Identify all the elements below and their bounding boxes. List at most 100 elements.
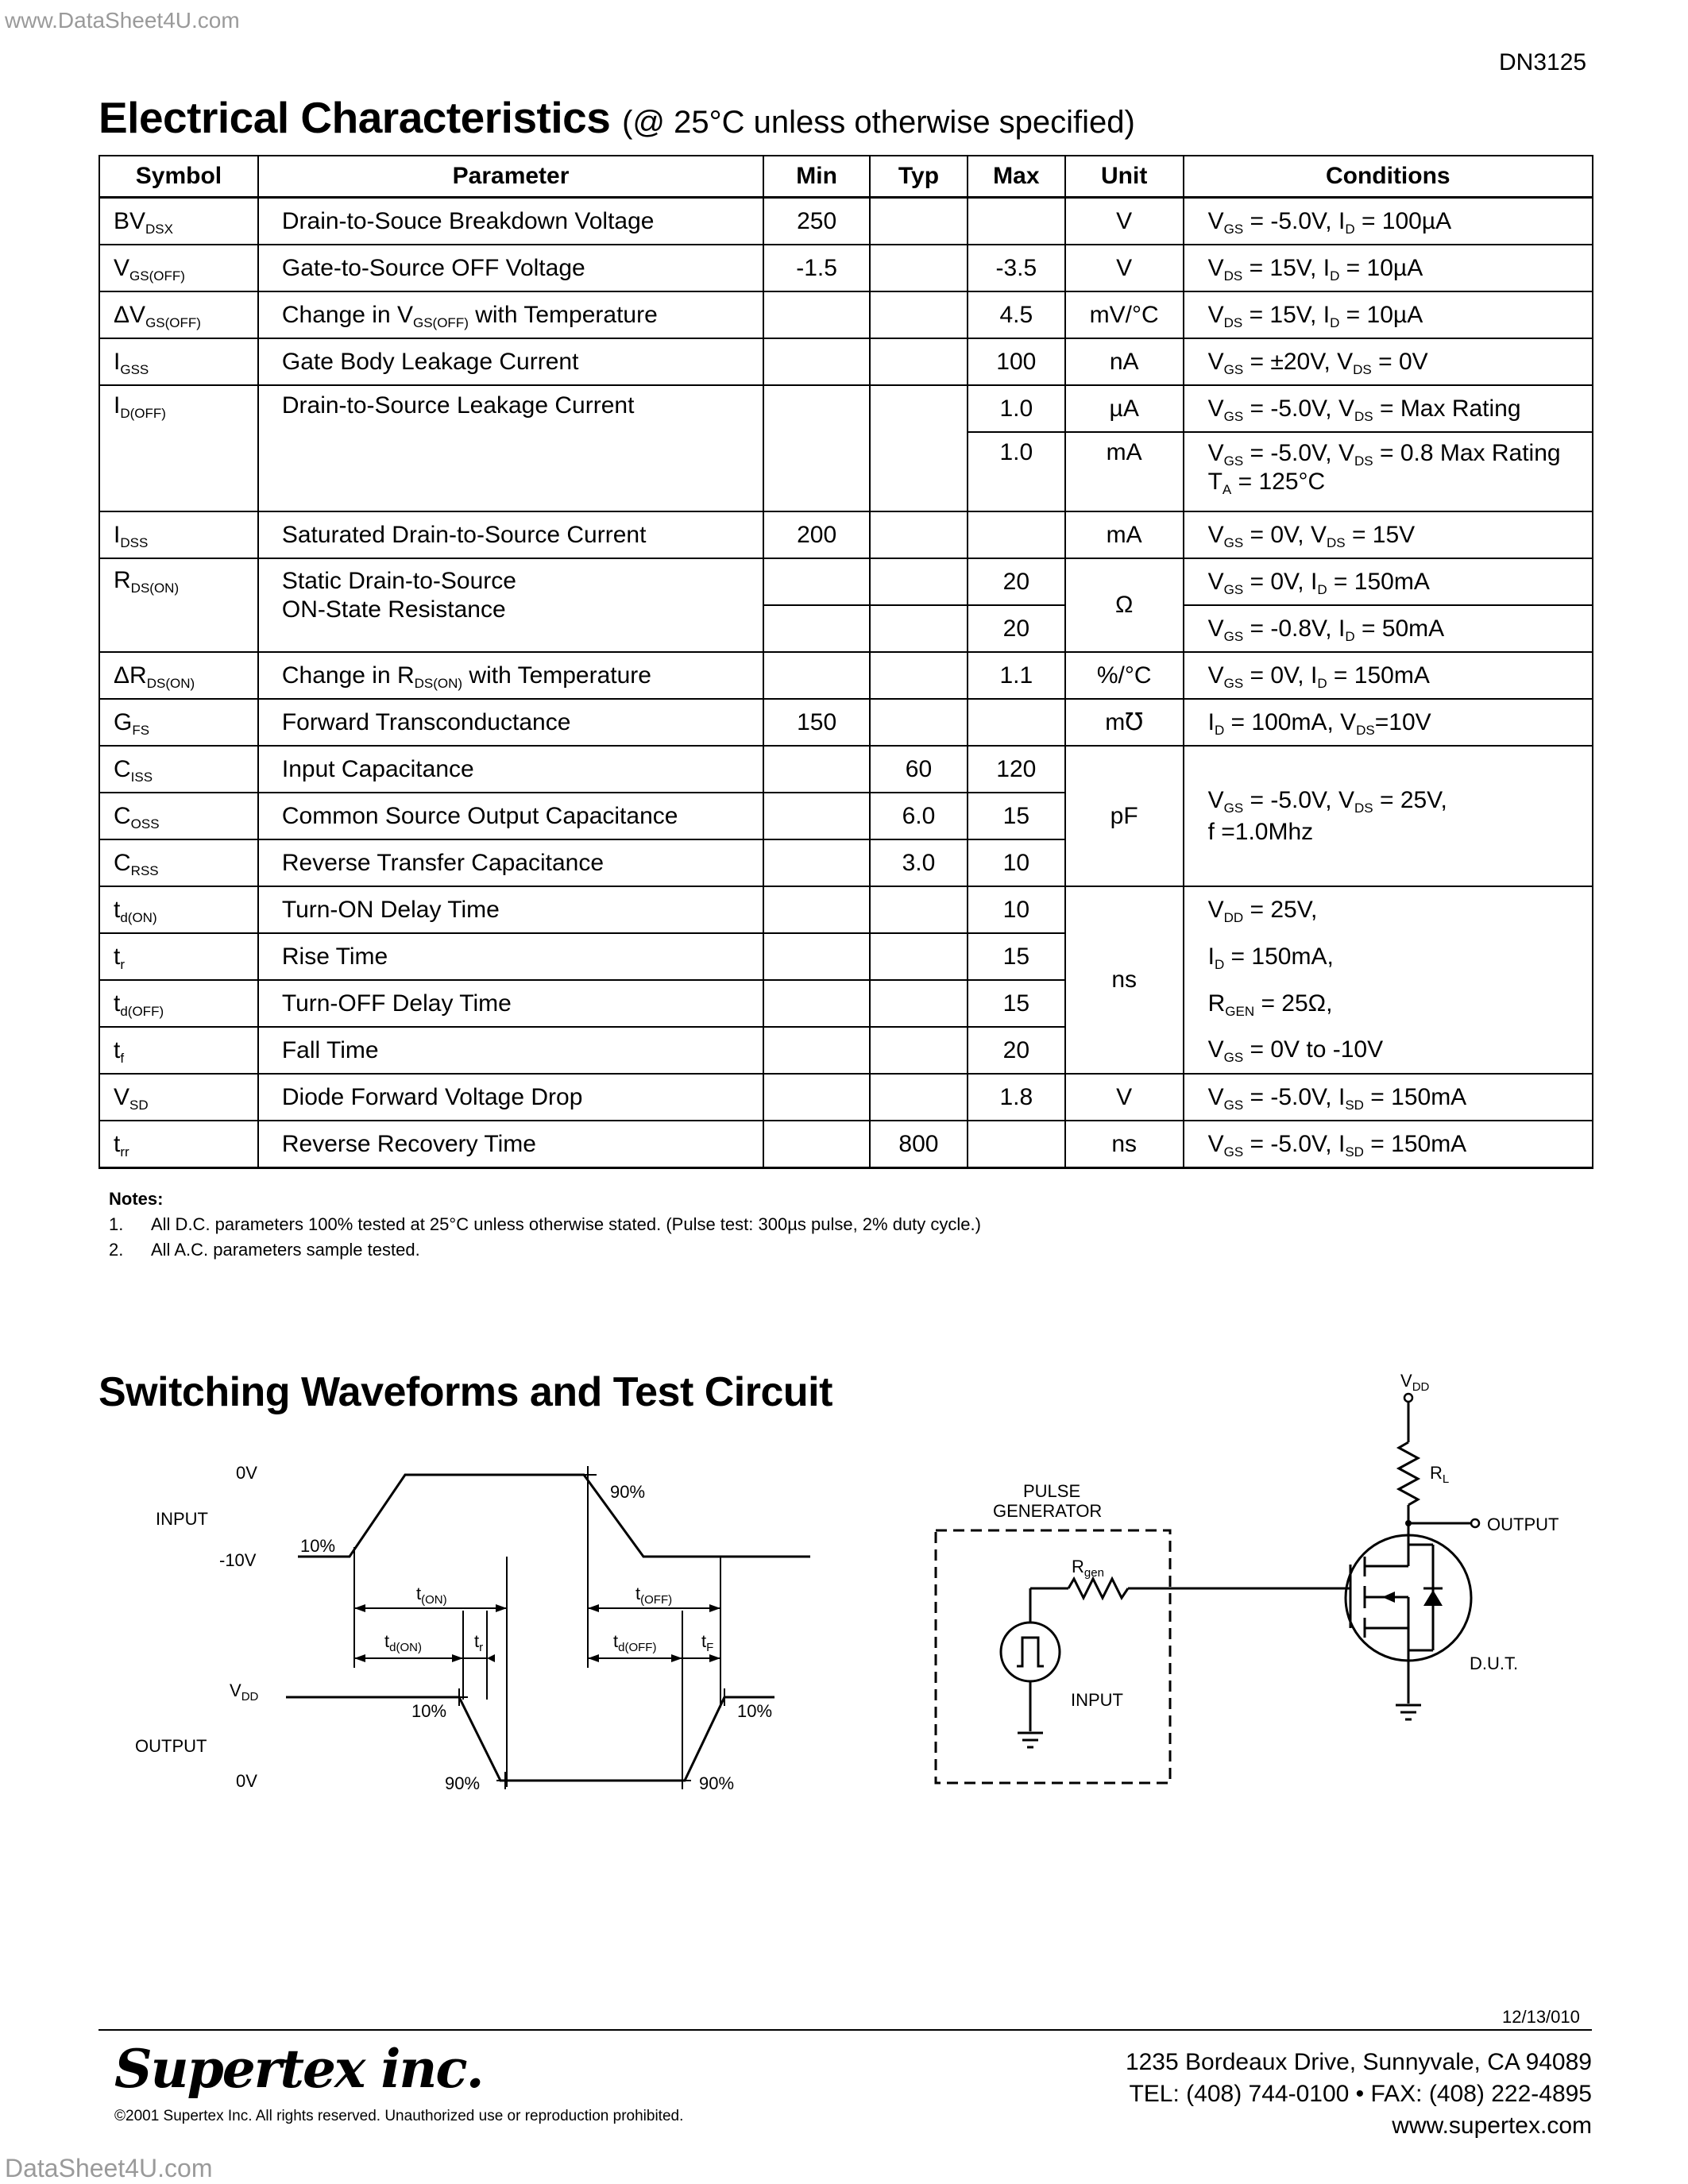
unit-cell: pF <box>1064 745 1184 887</box>
conditions-cell: VGS = 0V to -10V <box>1182 1027 1594 1075</box>
min-cell <box>763 1120 871 1169</box>
header-conditions: Conditions <box>1182 155 1594 199</box>
switching-waveforms-diagram: 0V INPUT -10V 10% 90% t(ON) t(OFF) td(ON… <box>135 1463 810 1793</box>
max-cell: 1.0 <box>966 384 1066 433</box>
address-line: 1235 Bordeaux Drive, Sunnyvale, CA 94089 <box>1125 2049 1592 2075</box>
table-row: ΔRDS(ON) Change in RDS(ON) with Temperat… <box>98 651 1594 700</box>
typ-cell: 60 <box>869 745 968 793</box>
max-cell: 1.0 <box>966 431 1066 512</box>
max-cell: 15 <box>966 979 1066 1028</box>
table-row: VSD Diode Forward Voltage Drop 1.8 V VGS… <box>98 1073 1594 1121</box>
symbol-cell: VSD <box>98 1073 259 1121</box>
header-min: Min <box>763 155 871 199</box>
parameter-cell: Forward Transconductance <box>257 698 765 747</box>
typ-cell <box>869 338 968 386</box>
table-header-row: Symbol Parameter Min Typ Max Unit Condit… <box>98 155 1594 199</box>
unit-cell: nA <box>1064 338 1184 386</box>
typ-cell: 6.0 <box>869 792 968 840</box>
max-cell <box>966 1120 1066 1169</box>
header-max: Max <box>966 155 1066 199</box>
conditions-cell: VGS = -0.8V, ID = 50mA <box>1182 604 1594 653</box>
parameter-cell: Gate-to-Source OFF Voltage <box>257 244 765 292</box>
max-cell: 20 <box>966 558 1066 606</box>
symbol-cell: BVDSX <box>98 196 259 245</box>
input-neg10v-label: -10V <box>219 1550 257 1570</box>
typ-cell <box>869 651 968 700</box>
input-90pct-label: 90% <box>610 1482 645 1502</box>
table-row: IGSS Gate Body Leakage Current 100 nA VG… <box>98 338 1594 386</box>
unit-cell: %/°C <box>1064 651 1184 700</box>
max-cell: 4.5 <box>966 291 1066 339</box>
note-2: 2.All A.C. parameters sample tested. <box>109 1240 420 1260</box>
unit-cell: mA <box>1064 431 1184 512</box>
typ-cell <box>869 244 968 292</box>
supertex-logo: Supertex inc. <box>114 2038 485 2100</box>
input-10pct-label: 10% <box>300 1536 335 1556</box>
website-link[interactable]: www.supertex.com <box>1392 2113 1592 2139</box>
table-row: CRSS Reverse Transfer Capacitance 3.0 10 <box>98 839 1593 887</box>
header-typ: Typ <box>869 155 968 199</box>
unit-cell: V <box>1064 244 1184 292</box>
conditions-cell: VGS = ±20V, VDS = 0V <box>1182 338 1594 386</box>
min-cell <box>763 384 871 512</box>
table-row: CISS Input Capacitance 60 120 pF VGS = -… <box>98 745 1594 887</box>
max-cell: -3.5 <box>966 244 1066 292</box>
table-row: COSS Common Source Output Capacitance 6.… <box>98 792 1593 840</box>
t-off-label: t(OFF) <box>635 1584 672 1607</box>
typ-cell: 800 <box>869 1120 968 1169</box>
symbol-cell: IDSS <box>98 511 259 559</box>
min-cell <box>763 651 871 700</box>
typ-cell <box>869 511 968 559</box>
copyright: ©2001 Supertex Inc. All rights reserved.… <box>114 2108 684 2124</box>
pulse-generator-box <box>934 1529 1172 1785</box>
header-parameter: Parameter <box>257 155 765 199</box>
parameter-cell: Turn-ON Delay Time <box>257 886 765 934</box>
typ-cell <box>869 196 968 245</box>
parameter-cell: Change in RDS(ON) with Temperature <box>257 651 765 700</box>
min-cell <box>763 792 871 840</box>
td-off-label: td(OFF) <box>613 1631 656 1654</box>
symbol-cell: COSS <box>98 792 259 840</box>
min-cell <box>763 291 871 339</box>
symbol-cell: CISS <box>98 745 259 793</box>
symbol-cell: ΔVGS(OFF) <box>98 291 259 339</box>
min-cell <box>763 1026 871 1075</box>
typ-cell: 3.0 <box>869 839 968 887</box>
typ-cell <box>869 979 968 1028</box>
pulse-generator-label-2: GENERATOR <box>993 1501 1102 1521</box>
typ-cell <box>869 698 968 747</box>
rgen-resistor <box>1067 1576 1130 1601</box>
input-0v-label: 0V <box>236 1463 257 1483</box>
table-row: BVDSX Drain-to-Souce Breakdown Voltage 2… <box>98 196 1594 245</box>
pulse-symbol <box>1017 1636 1044 1668</box>
tf-label: tF <box>701 1631 713 1654</box>
parameter-cell: Fall Time <box>257 1026 765 1075</box>
parameter-cell: Drain-to-Souce Breakdown Voltage <box>257 196 765 245</box>
source-input-label: INPUT <box>1071 1690 1123 1710</box>
table-row: trr Reverse Recovery Time 800 ns VGS = -… <box>98 1120 1594 1169</box>
parameter-cell: Diode Forward Voltage Drop <box>257 1073 765 1121</box>
min-cell: 150 <box>763 698 871 747</box>
unit-cell: mV/°C <box>1064 291 1184 339</box>
table-row: 1.0 mA VGS = -5.0V, VDS = 0.8 Max Rating… <box>99 431 1594 512</box>
t-on-label: t(ON) <box>416 1584 447 1607</box>
conditions-cell: VGS = 0V, VDS = 15V <box>1182 511 1594 559</box>
header-symbol: Symbol <box>98 155 259 199</box>
typ-cell <box>869 604 968 653</box>
table-row: tr Rise Time 15 ID = 150mA, <box>98 932 1594 981</box>
table-row: VGS(OFF) Gate-to-Source OFF Voltage -1.5… <box>98 244 1594 292</box>
unit-cell: µA <box>1064 384 1184 433</box>
min-cell <box>763 558 871 606</box>
min-cell: 200 <box>763 511 871 559</box>
parameter-cell: Reverse Recovery Time <box>257 1120 765 1169</box>
symbol-cell: td(ON) <box>98 886 259 934</box>
max-cell: 15 <box>966 792 1066 840</box>
min-cell <box>763 338 871 386</box>
conditions-cell: VGS = -5.0V, ID = 100µA <box>1182 196 1594 245</box>
symbol-cell: trr <box>98 1120 259 1169</box>
output-node-label: OUTPUT <box>1487 1515 1559 1534</box>
max-cell <box>966 196 1066 245</box>
typ-cell <box>869 384 968 512</box>
conditions-cell: VGS = 0V, ID = 150mA <box>1182 651 1594 700</box>
min-cell <box>763 932 871 981</box>
